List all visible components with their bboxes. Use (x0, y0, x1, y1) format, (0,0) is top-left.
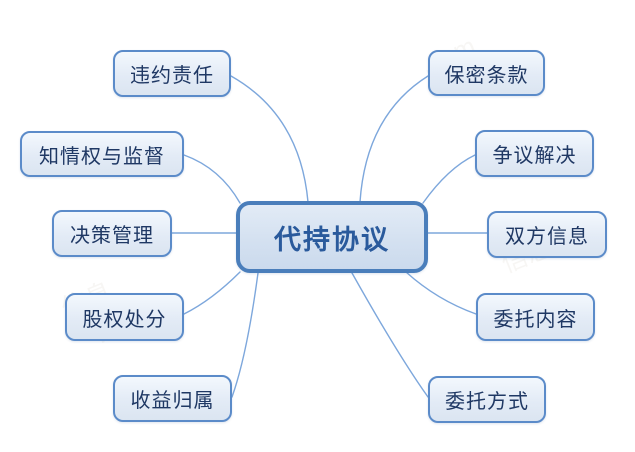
edge-information-right (183, 154, 241, 204)
edge-equity-disposal (183, 271, 241, 315)
node-holding-agreement[interactable]: 代持协议 (236, 201, 428, 273)
node-dispute-resolution[interactable]: 争议解决 (475, 130, 594, 177)
edge-entrustment-content (405, 271, 477, 315)
node-decision-management[interactable]: 决策管理 (52, 210, 172, 257)
node-parties-information[interactable]: 双方信息 (487, 211, 607, 258)
node-breach-liability[interactable]: 违约责任 (113, 50, 231, 97)
edge-confidentiality-clause (359, 75, 429, 203)
node-confidentiality-clause[interactable]: 保密条款 (428, 50, 545, 96)
node-entrustment-content[interactable]: 委托内容 (476, 293, 595, 341)
node-income-attribution[interactable]: 收益归属 (113, 375, 232, 422)
node-entrustment-method[interactable]: 委托方式 (428, 376, 546, 423)
node-equity-disposal[interactable]: 股权处分 (65, 293, 184, 341)
edge-dispute-resolution (422, 154, 476, 204)
edge-entrustment-method (351, 272, 429, 398)
node-information-right-supervision[interactable]: 知情权与监督 (20, 131, 184, 177)
edge-income-attribution (231, 272, 259, 398)
edge-breach-liability (230, 75, 309, 203)
